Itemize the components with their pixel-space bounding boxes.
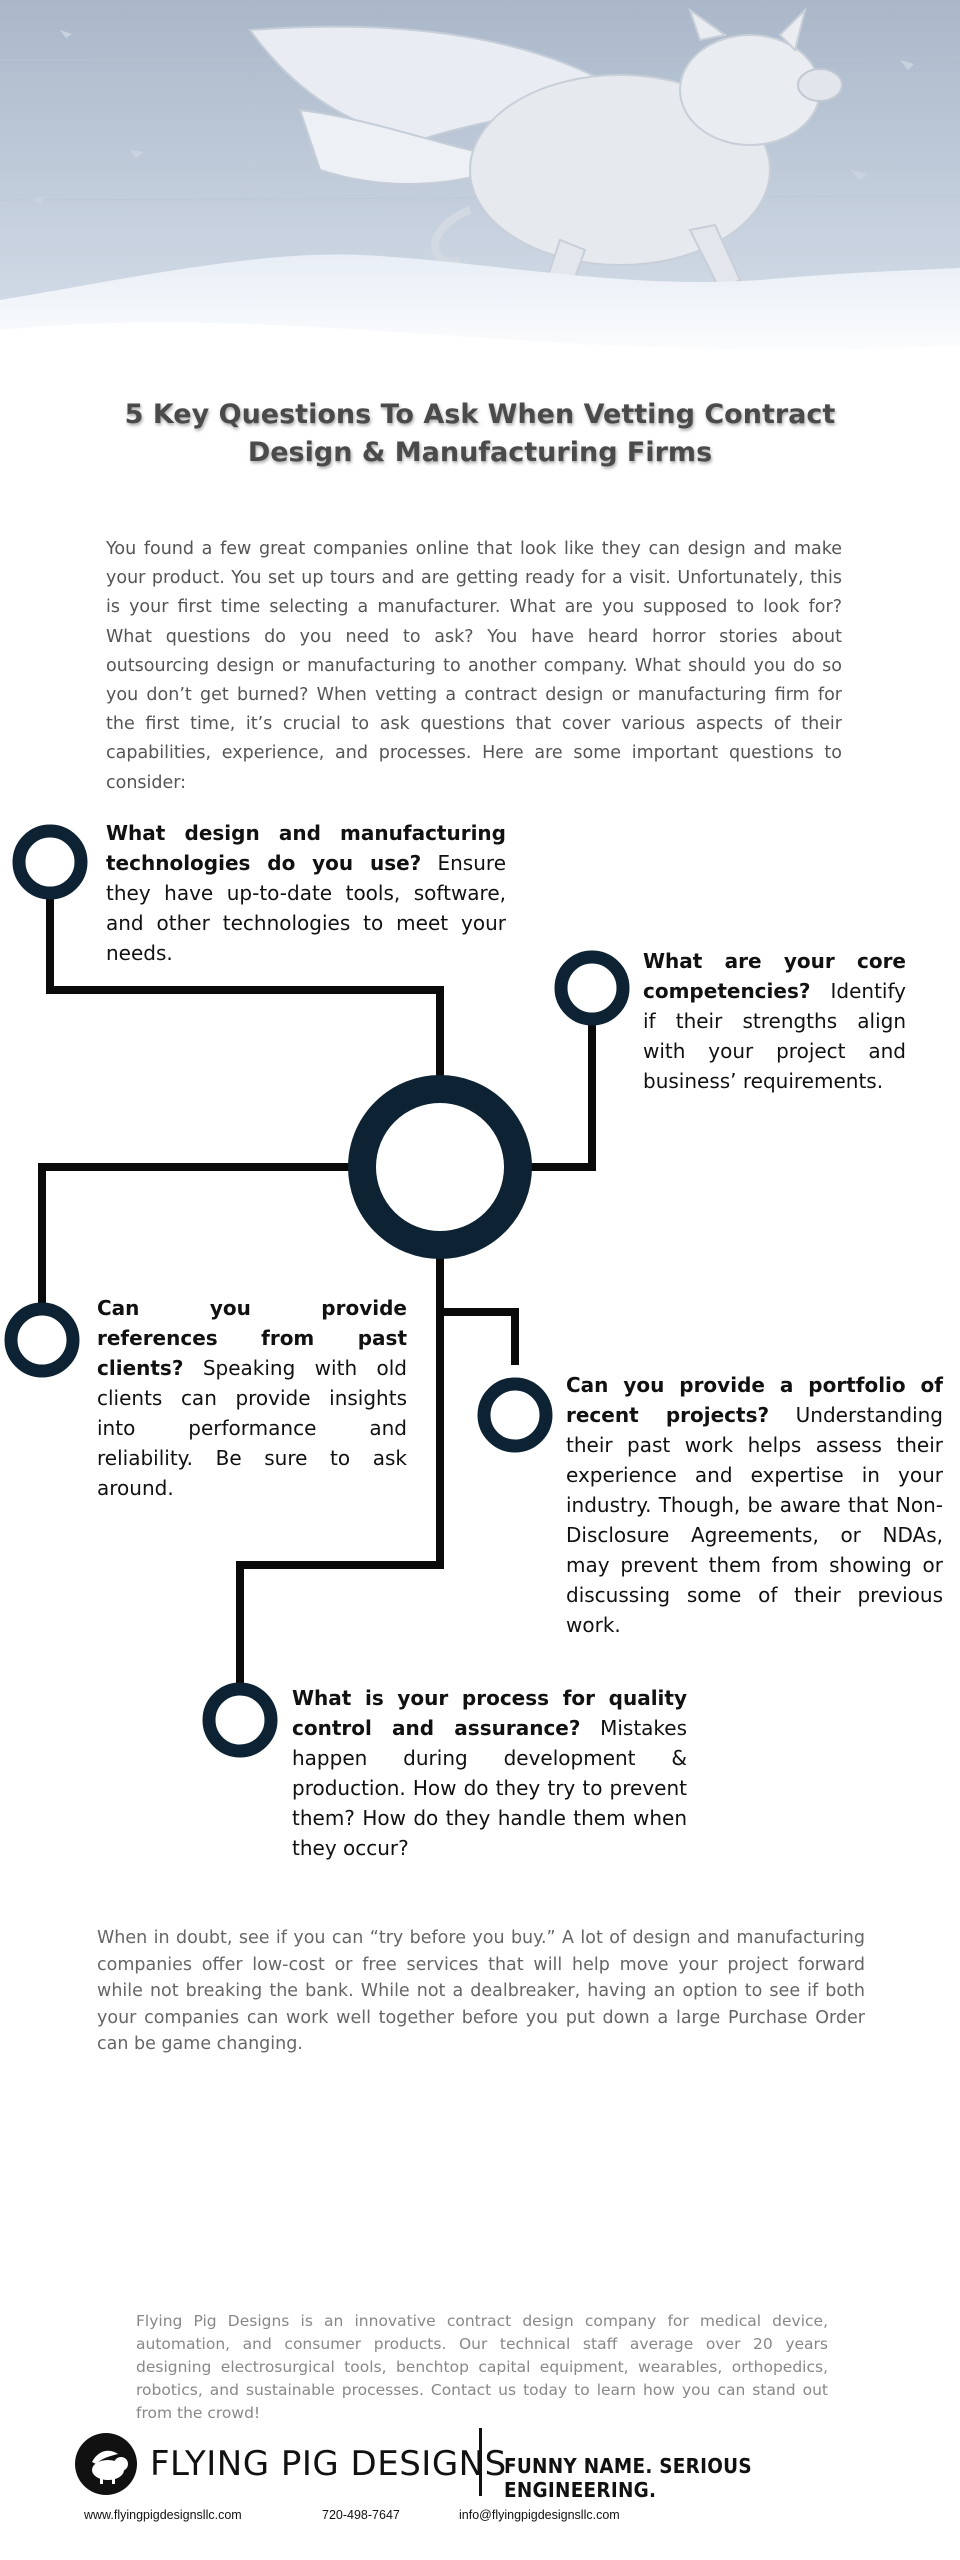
flying-pig-illustration [0,0,960,370]
brand-tagline: FUNNY NAME. SERIOUS ENGINEERING. [504,2454,752,2502]
question-5-title: What is your process for quality control… [292,1686,687,1740]
question-1: What design and manufacturing technologi… [106,818,506,968]
node-1 [12,824,88,900]
question-4-answer: Understanding their past work helps asse… [566,1403,943,1637]
question-3: Can you provide references from past cli… [97,1293,407,1503]
connector-line-3 [38,1163,353,1335]
node-5 [202,1682,278,1758]
question-5: What is your process for quality control… [292,1683,687,1863]
question-1-answer: Ensure they have up-to-date tools, softw… [106,851,506,965]
connector-line-1 [46,862,444,1080]
connector-line-5 [236,1250,444,1715]
question-2: What are your core competencies? Identif… [643,946,906,1096]
connector-line-2 [525,988,596,1171]
contact-phone[interactable]: 720-498-7647 [322,2508,400,2522]
questions-diagram [4,824,630,1758]
logo-divider [479,2428,482,2496]
question-2-title: What are your core competencies? [643,949,906,1003]
question-5-answer: Mistakes happen during development & pro… [292,1716,688,1860]
footer-logo-row: FLYING PIG DESIGNS FUNNY NAME. SERIOUS E… [74,2428,894,2502]
hero-banner [0,0,960,370]
intro-paragraph: You found a few great companies online t… [106,539,842,793]
question-3-answer: Speaking with old clients can provide in… [97,1356,407,1500]
flying-pig-logo-icon [75,2433,137,2495]
node-3 [4,1302,80,1378]
question-3-title: Can you provide references from past cli… [97,1296,407,1380]
contact-website[interactable]: www.flyingpigdesignsllc.com [84,2508,242,2522]
page-title: 5 Key Questions To Ask When Vetting Cont… [124,399,836,468]
node-2 [554,950,630,1026]
outro-paragraph: When in doubt, see if you can “try befor… [97,1928,865,2054]
connector-line-4 [436,1308,519,1365]
question-4-title: Can you provide a portfolio of recent pr… [566,1373,943,1427]
contact-email[interactable]: info@flyingpigdesignsllc.com [459,2508,620,2522]
node-4 [477,1377,553,1453]
question-1-title: What design and manufacturing technologi… [106,821,506,875]
question-4: Can you provide a portfolio of recent pr… [566,1370,943,1640]
about-paragraph: Flying Pig Designs is an innovative cont… [136,2312,828,2422]
central-hub-node [348,1075,532,1259]
question-2-answer: Identify if their strengths align with y… [643,979,906,1093]
brand-name: FLYING PIG DESIGNS [150,2444,507,2484]
